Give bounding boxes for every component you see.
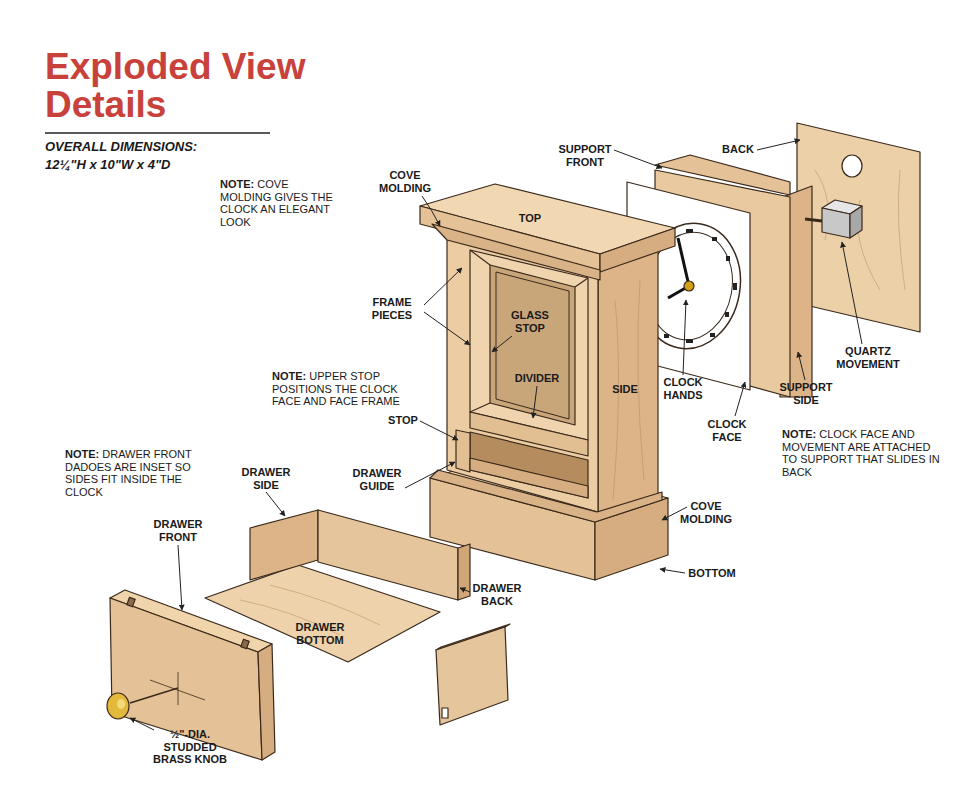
part-label: BACK bbox=[718, 143, 758, 156]
part-label: TOP bbox=[510, 212, 550, 225]
part-label: SUPPORT FRONT bbox=[549, 143, 621, 168]
part-label: FRAME PIECES bbox=[361, 296, 423, 321]
dimension-text: OVERALL DIMENSIONS: bbox=[45, 139, 305, 155]
note-text: NOTE: UPPER STOP POSITIONS THE CLOCK FAC… bbox=[272, 370, 404, 408]
part-label: GLASS STOP bbox=[502, 309, 558, 334]
note-text: NOTE: CLOCK FACE AND MOVEMENT ARE ATTACH… bbox=[782, 428, 944, 478]
part-label: COVE MOLDING bbox=[369, 169, 441, 194]
dimension-text: 12¼"H x 10"W x 4"D bbox=[45, 157, 305, 173]
part-label: CLOCK HANDS bbox=[654, 376, 712, 401]
part-label: COVE MOLDING bbox=[670, 500, 742, 525]
part-label: DRAWER FRONT bbox=[146, 518, 210, 543]
part-label: ½"-DIA. STUDDED BRASS KNOB bbox=[148, 728, 232, 766]
part-label: DRAWER BACK bbox=[465, 582, 529, 607]
part-label: DRAWER GUIDE bbox=[346, 467, 408, 492]
part-label: CLOCK FACE bbox=[699, 418, 755, 443]
part-label: SIDE bbox=[605, 383, 645, 396]
note-text: NOTE: DRAWER FRONT DADOES ARE INSET SO S… bbox=[65, 448, 213, 498]
part-label: STOP bbox=[383, 414, 423, 427]
part-label: QUARTZ MOVEMENT bbox=[826, 345, 910, 370]
part-label: DIVIDER bbox=[507, 372, 567, 385]
part-label: DRAWER BOTTOM bbox=[285, 621, 355, 646]
diagram-title: Exploded View Details bbox=[45, 48, 315, 124]
part-label: DRAWER SIDE bbox=[235, 466, 297, 491]
part-label: SUPPORT SIDE bbox=[770, 381, 842, 406]
part-label: BOTTOM bbox=[681, 567, 743, 580]
note-text: NOTE: COVE MOLDING GIVES THE CLOCK AN EL… bbox=[220, 178, 338, 228]
